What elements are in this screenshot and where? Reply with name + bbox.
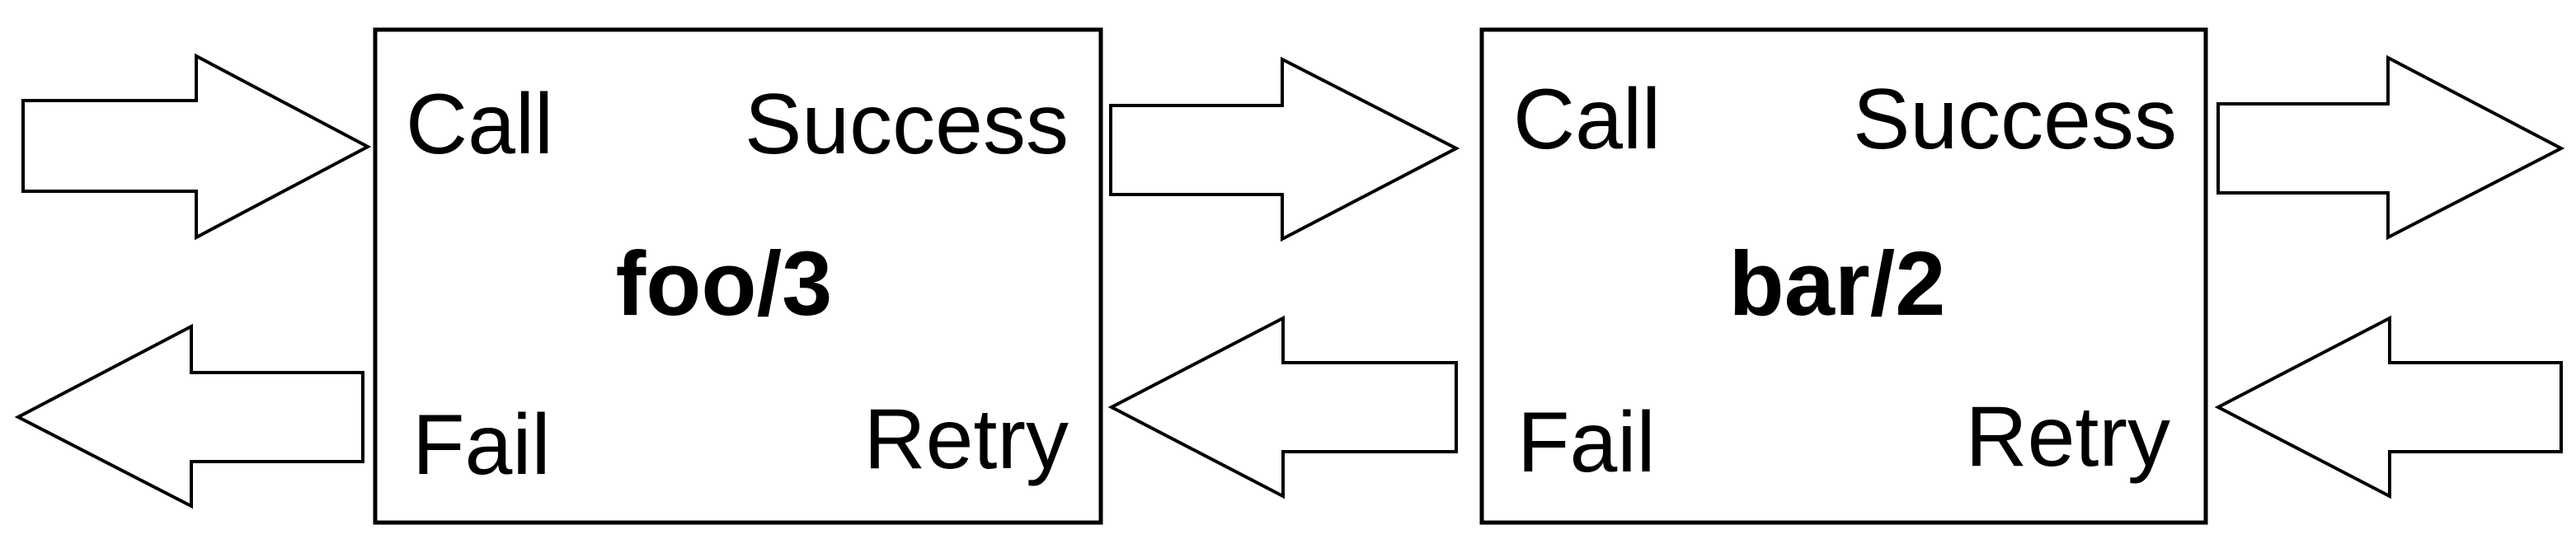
redo-arrow-into-bar: [2214, 315, 2563, 499]
call-arrow-into-foo: [21, 53, 372, 241]
procedure-box-bar: Call Success Success bar/2 Fail Retry: [1479, 27, 2208, 525]
success-arrow-out-of-bar: [2216, 54, 2565, 241]
procedure-box-frame: [373, 27, 1103, 525]
call-port-label: Call: [1513, 72, 1661, 167]
procedure-box-frame: [1479, 27, 2208, 525]
call-port-label: Call: [406, 77, 553, 172]
procedure-title: bar/2: [1729, 233, 1946, 335]
retry-port-label: Retry: [1966, 389, 2170, 485]
fail-port-label: Fail: [412, 397, 551, 493]
procedure-box-foo: Call Success foo/3 Fail Retry: [373, 27, 1103, 525]
fail-arrow-bar-to-foo: [1107, 315, 1458, 499]
fail-arrow-out-of-foo: [14, 323, 364, 509]
procedure-title: foo/3: [616, 233, 833, 335]
success-port-label: Success: [1853, 72, 2177, 167]
retry-port-label: Retry: [864, 392, 1069, 487]
fail-port-label: Fail: [1517, 395, 1656, 490]
success-port-label: Success: [745, 77, 1069, 172]
success-arrow-foo-to-bar: [1109, 56, 1460, 242]
